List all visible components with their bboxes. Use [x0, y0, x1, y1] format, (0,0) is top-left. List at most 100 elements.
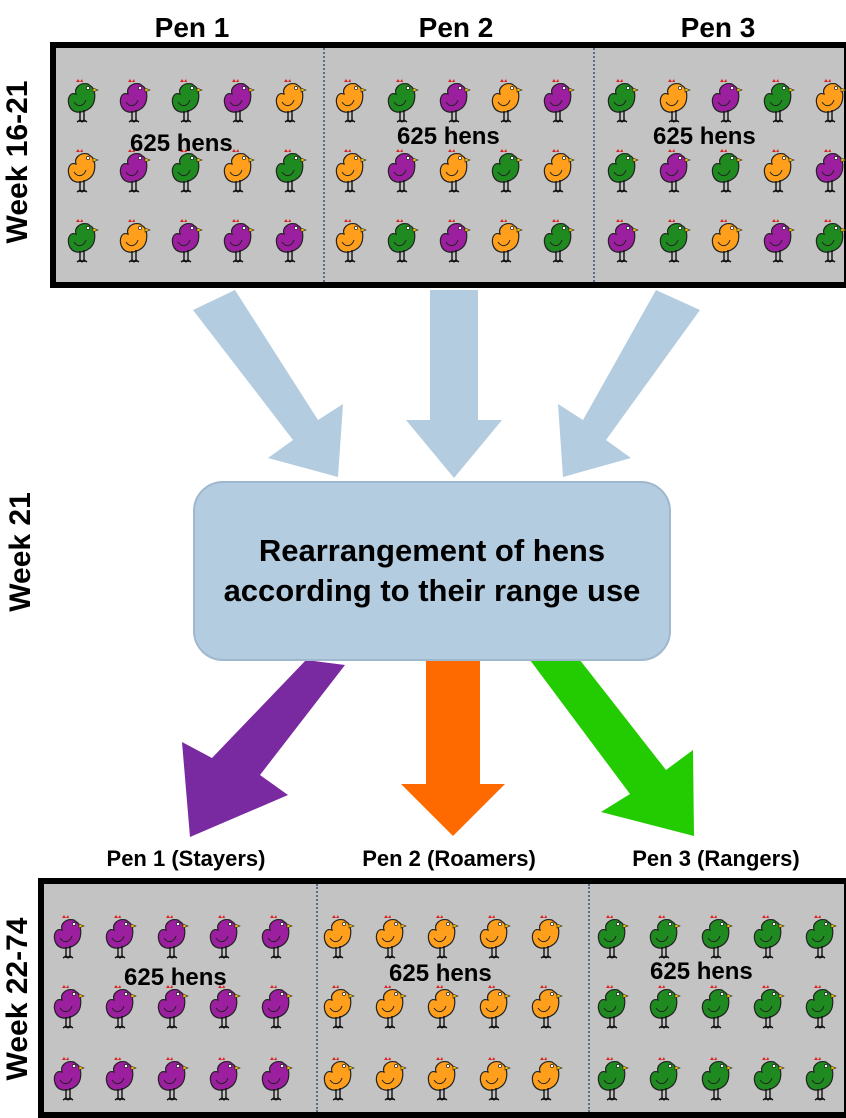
hen-icon [710, 78, 744, 131]
hen-icon [104, 914, 138, 967]
hen-icon [222, 78, 256, 131]
hen-icon [156, 914, 190, 967]
top-pen3-count: 625 hens [653, 123, 756, 150]
hen-icon [222, 148, 256, 201]
hen-icon [208, 1056, 242, 1109]
hen-icon [648, 1056, 682, 1109]
hen-icon [438, 218, 472, 271]
hen-icon [104, 1056, 138, 1109]
hen-icon [438, 78, 472, 131]
hen-icon [66, 78, 100, 131]
hen-icon [710, 148, 744, 201]
hen-icon [208, 914, 242, 967]
hen-icon [322, 1056, 356, 1109]
hen-icon [170, 78, 204, 131]
pen-divider [316, 884, 318, 1112]
hen-icon [700, 984, 734, 1037]
hen-icon [334, 148, 368, 201]
hen-icon [426, 1056, 460, 1109]
hen-icon [426, 914, 460, 967]
hen-icon [762, 148, 796, 201]
hen-icon [156, 1056, 190, 1109]
hen-icon [478, 1056, 512, 1109]
bottom-pen2-label: Pen 2 (Roamers) [362, 846, 536, 871]
hen-icon [374, 914, 408, 967]
hen-icon [222, 218, 256, 271]
hen-icon [530, 914, 564, 967]
hen-icon [118, 218, 152, 271]
hen-icon [606, 78, 640, 131]
bottom-pen2-count: 625 hens [389, 960, 492, 987]
hen-icon [66, 218, 100, 271]
hen-icon [438, 148, 472, 201]
pen-divider [593, 48, 595, 282]
top-pen3-label: Pen 3 [680, 12, 756, 43]
hen-icon [426, 984, 460, 1037]
hen-icon [260, 1056, 294, 1109]
hen-icon [596, 1056, 630, 1109]
hen-icon [208, 984, 242, 1037]
hen-icon [260, 984, 294, 1037]
hen-icon [606, 218, 640, 271]
hen-icon [542, 78, 576, 131]
hen-icon [104, 984, 138, 1037]
hen-icon [490, 78, 524, 131]
pen-divider [323, 48, 325, 282]
hen-icon [804, 1056, 838, 1109]
hen-icon [66, 148, 100, 201]
hen-icon [260, 914, 294, 967]
hen-icon [156, 984, 190, 1037]
bottom-pen1-count: 625 hens [124, 964, 227, 991]
hen-icon [386, 148, 420, 201]
hen-icon [530, 984, 564, 1037]
hen-icon [170, 148, 204, 201]
hen-icon [762, 218, 796, 271]
hen-icon [386, 78, 420, 131]
hen-icon [118, 148, 152, 201]
hen-icon [700, 1056, 734, 1109]
bottom-pen3-count: 625 hens [650, 958, 753, 985]
roamers-arrow [401, 660, 505, 836]
hen-icon [752, 914, 786, 967]
hen-icon [374, 1056, 408, 1109]
hen-icon [374, 984, 408, 1037]
hen-icon [322, 914, 356, 967]
hen-icon [52, 984, 86, 1037]
top-pens-panel: 625 hens 625 hens 625 hens [50, 42, 846, 288]
hen-icon [658, 218, 692, 271]
rearrangement-box: Rearrangement of hens according to their… [193, 481, 671, 661]
hen-icon [606, 148, 640, 201]
top-pen1-label: Pen 1 [154, 12, 230, 43]
hen-icon [322, 984, 356, 1037]
hen-icon [814, 148, 846, 201]
hen-icon [804, 914, 838, 967]
hen-icon [596, 914, 630, 967]
hen-icon [478, 984, 512, 1037]
hen-icon [596, 984, 630, 1037]
rearrangement-text: Rearrangement of hens according to their… [223, 533, 641, 608]
hen-icon [274, 218, 308, 271]
hen-icon [804, 984, 838, 1037]
input-arrow-pen3 [558, 290, 700, 477]
top-pen2-label: Pen 2 [418, 12, 494, 43]
hen-icon [478, 914, 512, 967]
pen-divider [588, 884, 590, 1112]
hen-icon [170, 218, 204, 271]
hen-icon [52, 1056, 86, 1109]
hen-icon [648, 914, 682, 967]
hen-icon [658, 148, 692, 201]
hen-icon [814, 218, 846, 271]
hen-icon [814, 78, 846, 131]
input-arrow-pen2 [406, 290, 502, 478]
hen-icon [118, 78, 152, 131]
hen-icon [386, 218, 420, 271]
hen-icon [490, 218, 524, 271]
hen-icon [658, 78, 692, 131]
hen-icon [274, 78, 308, 131]
hen-icon [710, 218, 744, 271]
hen-icon [542, 218, 576, 271]
hen-icon [542, 148, 576, 201]
stayers-arrow [182, 660, 345, 837]
rangers-arrow [530, 655, 694, 836]
